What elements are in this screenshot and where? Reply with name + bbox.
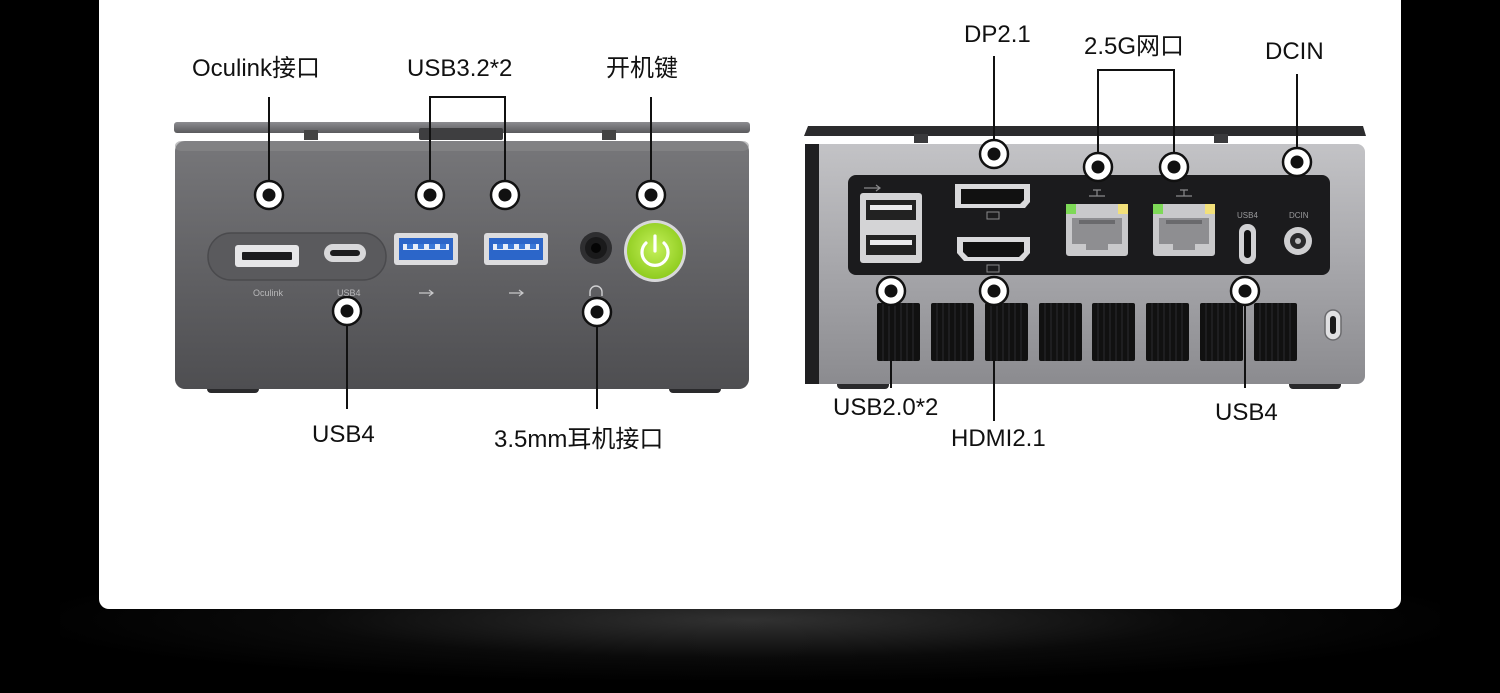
- lan-port-2: [1153, 204, 1215, 256]
- rear-callout-markers: [875, 138, 1313, 307]
- callout-audio-jack: 3.5mm耳机接口: [494, 426, 664, 453]
- marker-hdmi: [978, 275, 1010, 307]
- usb3-logo-icon: [509, 289, 524, 297]
- usb3-port-1: [394, 233, 458, 265]
- marker-lan-1: [1082, 151, 1114, 183]
- marker-lan-2: [1158, 151, 1190, 183]
- lan-port-1: [1066, 204, 1128, 256]
- callout-usb32: USB3.2*2: [407, 55, 513, 82]
- callout-usb4-front: USB4: [312, 421, 375, 448]
- power-button: [624, 220, 686, 282]
- usb20-ports: [860, 193, 922, 263]
- rear-usb4-port: [1239, 224, 1256, 264]
- marker-usb4-rear: [1229, 275, 1261, 307]
- rear-unit: [804, 126, 1366, 389]
- rear-lid: [804, 126, 1366, 136]
- printed-oculink-text: Oculink: [253, 288, 284, 298]
- headphone-icon: [589, 285, 603, 296]
- front-unit: [174, 122, 750, 393]
- rear-callout-lines: [890, 56, 1298, 421]
- audio-jack: [580, 232, 612, 264]
- dp-port: [955, 184, 1030, 220]
- usb-logo-icon: [864, 184, 881, 192]
- marker-usb32-2: [489, 179, 521, 211]
- oculink-port: [235, 245, 299, 267]
- callout-power-button: 开机键: [606, 55, 678, 82]
- usb3-port-2: [484, 233, 548, 265]
- dc-in-jack: [1284, 227, 1312, 255]
- marker-usb4-front: [331, 295, 363, 327]
- callout-dp: DP2.1: [964, 21, 1031, 48]
- callout-oculink: Oculink接口: [192, 55, 321, 82]
- callout-usb4-rear: USB4: [1215, 399, 1278, 426]
- marker-audio: [581, 296, 613, 328]
- marker-power: [635, 179, 667, 211]
- marker-dp: [978, 138, 1010, 170]
- printed-rear-usb4-text: USB4: [1237, 211, 1258, 220]
- hdmi-port: [957, 237, 1030, 273]
- callout-usb20: USB2.0*2: [833, 394, 939, 421]
- front-callout-lines: [268, 96, 652, 409]
- network-icon: [1089, 189, 1105, 197]
- rear-vents: [877, 303, 1297, 361]
- port-diagram: [174, 56, 1366, 421]
- kensington-lock-slot: [1324, 309, 1342, 341]
- printed-usb4-text: USB4: [337, 288, 361, 298]
- callout-hdmi: HDMI2.1: [951, 425, 1046, 452]
- marker-usb20: [875, 275, 907, 307]
- marker-dcin: [1281, 146, 1313, 178]
- printed-dcin-text: DCIN: [1289, 211, 1309, 220]
- network-icon: [1176, 189, 1192, 197]
- front-usb4-port: [324, 244, 366, 262]
- usb3-logo-icon: [419, 289, 434, 297]
- marker-oculink: [253, 179, 285, 211]
- callout-lan: 2.5G网口: [1084, 33, 1185, 60]
- power-icon: [640, 241, 670, 267]
- front-callout-markers: [253, 179, 667, 328]
- front-chassis: [175, 141, 749, 389]
- product-image-card: Oculink USB4 USB4 DCIN Oculink接口 USB3.2*…: [99, 0, 1401, 609]
- marker-usb32-1: [414, 179, 446, 211]
- callout-dcin: DCIN: [1265, 38, 1324, 65]
